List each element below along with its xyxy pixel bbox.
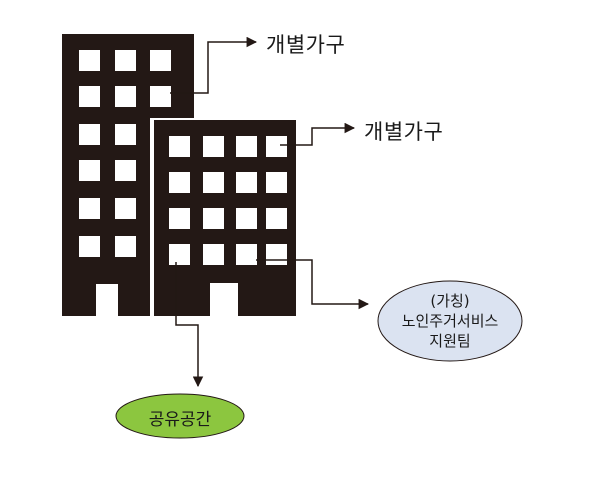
tall-building-windows xyxy=(79,50,171,257)
support-team-ellipse xyxy=(377,280,523,362)
shared-space-ellipse xyxy=(115,393,245,439)
arrow-shared-space xyxy=(175,262,204,388)
window xyxy=(236,208,257,229)
window xyxy=(236,136,257,157)
window xyxy=(266,244,287,265)
window xyxy=(266,136,287,157)
window xyxy=(115,160,136,181)
window xyxy=(115,236,136,257)
window xyxy=(79,198,100,219)
window xyxy=(79,50,100,71)
window xyxy=(150,50,171,71)
window xyxy=(79,160,100,181)
window xyxy=(169,172,190,193)
window xyxy=(79,86,100,107)
support-team-line-2: 노인주거서비스 xyxy=(401,312,499,330)
window xyxy=(169,244,190,265)
window xyxy=(203,244,224,265)
support-team-line-3: 지원팀 xyxy=(429,332,471,350)
tall-building-door-gap xyxy=(96,284,118,316)
window xyxy=(115,86,136,107)
arrow-top-unit xyxy=(170,36,258,94)
window xyxy=(150,86,171,107)
window xyxy=(266,208,287,229)
window xyxy=(236,172,257,193)
window xyxy=(203,136,224,157)
window xyxy=(115,50,136,71)
short-building-door-gap xyxy=(210,283,238,316)
arrow-middle-unit xyxy=(280,122,356,146)
window xyxy=(79,124,100,145)
shared-space-label: 공유공간 xyxy=(148,410,212,430)
window xyxy=(79,236,100,257)
window xyxy=(203,208,224,229)
short-building xyxy=(150,118,298,322)
window xyxy=(169,208,190,229)
window xyxy=(203,172,224,193)
window xyxy=(115,198,136,219)
support-team-line-1: (가칭) xyxy=(430,292,470,310)
label-unit-middle: 개별가구 xyxy=(364,120,444,144)
window xyxy=(266,172,287,193)
label-unit-top: 개별가구 xyxy=(266,33,346,57)
window xyxy=(115,124,136,145)
support-team-label: (가칭) 노인주거서비스 지원팀 xyxy=(380,291,520,351)
window xyxy=(169,136,190,157)
window xyxy=(236,244,257,265)
arrow-support-team xyxy=(256,259,370,310)
